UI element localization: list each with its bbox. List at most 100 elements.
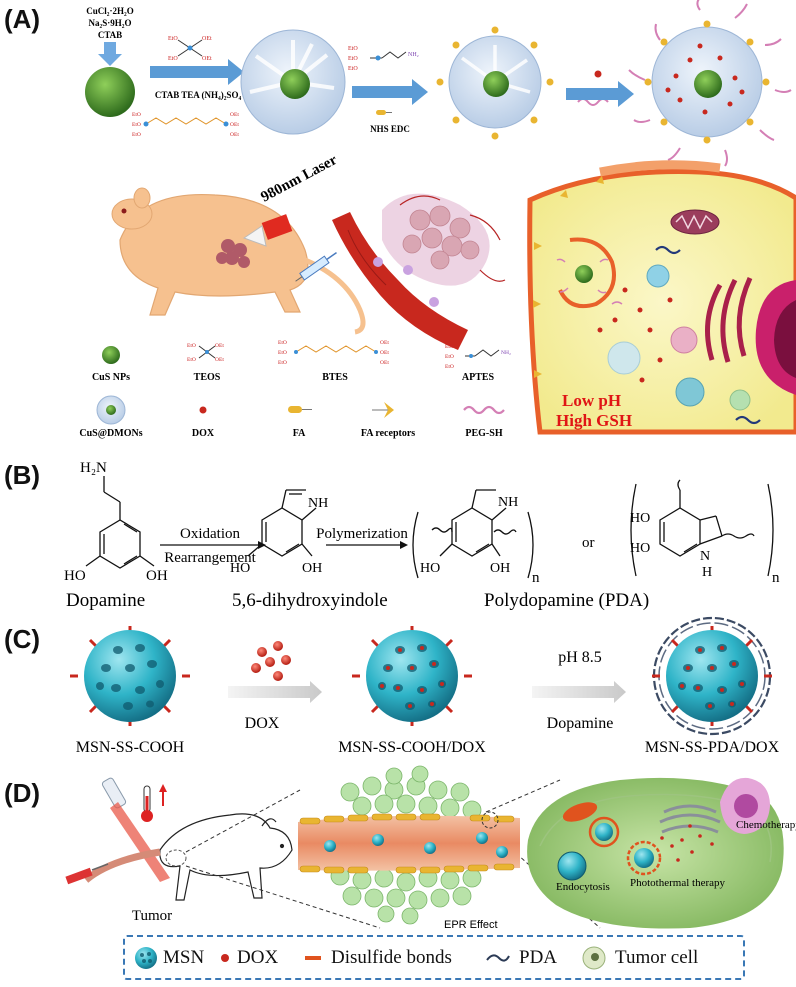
msn-in-cell-2	[626, 840, 662, 876]
panel-a-blood-vessel	[332, 193, 506, 350]
pda2-n-subscript: n	[772, 570, 780, 586]
down-arrow	[98, 42, 122, 66]
svg-text:EtO: EtO	[132, 122, 141, 128]
svg-text:EtO: EtO	[445, 344, 454, 350]
env-label-high-gsh: High GSH	[556, 411, 632, 430]
svg-text:OEt: OEt	[380, 350, 389, 356]
legend-peg-icon	[463, 405, 505, 415]
legend-cus-label: CuS NPs	[92, 372, 130, 383]
laser-label: 980nm Laser	[258, 152, 340, 206]
sphere1-label: MSN-SS-COOH	[76, 739, 185, 756]
svg-text:OEt: OEt	[380, 360, 389, 366]
env-label-low-ph: Low pH	[562, 391, 621, 410]
process-arrow-2	[532, 681, 626, 703]
disulfide-legend-icon	[305, 955, 321, 960]
msn-legend-icon	[135, 946, 157, 969]
legend-item-tumor-cell: Tumor cell	[581, 937, 698, 978]
msn-endocytosis	[557, 851, 587, 881]
pda1-ho: HO	[420, 561, 440, 576]
cus-nanoparticle	[85, 67, 135, 117]
svg-text:EtO: EtO	[168, 36, 178, 42]
pda1-nh: NH	[498, 495, 518, 510]
pda2-h: H	[702, 565, 712, 580]
legend-item-pda: PDA	[485, 937, 557, 978]
legend-item-dox: DOX	[219, 937, 278, 978]
mouse-outline	[159, 813, 293, 901]
svg-text:EtO: EtO	[445, 364, 454, 370]
svg-text:EtO: EtO	[132, 112, 141, 118]
svg-text:EtO: EtO	[278, 350, 287, 356]
injection-syringe	[65, 863, 109, 885]
mouse-tail	[83, 848, 161, 883]
epr-label: EPR Effect	[444, 919, 498, 931]
epr-vessel	[298, 765, 520, 925]
pda-structure-1	[412, 489, 534, 579]
legend-item-msn: MSN	[133, 937, 204, 978]
reaction-arrowhead-2	[400, 541, 408, 549]
panel-a-mouse: 980nm Laser	[111, 152, 366, 335]
arrow2-bottom-label: Dopamine	[547, 715, 614, 732]
dox-legend-icon	[221, 953, 229, 962]
panel-d-legend: MSN DOX Disulfide bonds PDA Tumor cell	[123, 935, 745, 980]
fa-icon-small	[376, 110, 392, 115]
legend-tumor-cell-label: Tumor cell	[615, 946, 699, 968]
indole-nh: NH	[308, 496, 328, 511]
pda1-n: n	[532, 570, 540, 586]
msn-in-cell-1	[588, 816, 620, 848]
ptt-label: Photothermal therapy	[630, 877, 726, 889]
legend-dox-label-d: DOX	[237, 946, 279, 968]
dopamine-ho: HO	[64, 568, 86, 584]
svg-text:EtO: EtO	[187, 343, 196, 349]
step1-conditions: CTAB TEA (NH₄)₂SO₄	[155, 90, 242, 100]
legend-disulfide-label: Disulfide bonds	[331, 946, 452, 968]
msn-sphere-2-dox	[352, 626, 472, 726]
arrow1-label: DOX	[245, 715, 280, 732]
tumor-circle	[165, 849, 187, 867]
indole-oh: OH	[302, 561, 322, 576]
pda-structure-2	[630, 479, 774, 577]
svg-text:NH₂: NH₂	[501, 350, 511, 356]
legend-pda-label: PDA	[519, 946, 558, 968]
sphere2-label: MSN-SS-COOH/DOX	[338, 739, 486, 756]
pda2-n: N	[700, 549, 710, 564]
svg-text:EtO: EtO	[187, 357, 196, 363]
legend-fa-label: FA	[293, 428, 306, 439]
svg-text:EtO: EtO	[278, 360, 287, 366]
synthesis-arrow-2	[352, 79, 428, 105]
msn-sphere-1	[70, 626, 190, 726]
or-text: or	[582, 535, 595, 551]
dmon-sphere-1	[240, 29, 346, 135]
step-rearrangement: Rearrangement	[164, 550, 256, 566]
legend-dox-label: DOX	[192, 428, 215, 439]
synthesis-arrow-3	[566, 81, 634, 107]
svg-text:EtO: EtO	[278, 340, 287, 346]
dopamine-oh: OH	[146, 568, 168, 584]
msn-sphere-3-pda	[652, 616, 772, 736]
legend-cus-dmons-label: CuS@DMONs	[79, 428, 142, 439]
reagent-cucl2: CuCl₂·2H₂O	[86, 6, 133, 16]
legend-cus-dmons-icon	[96, 395, 126, 425]
svg-text:OEt: OEt	[230, 112, 239, 118]
dmon-sphere-fa	[436, 26, 554, 140]
svg-text:EtO: EtO	[132, 132, 141, 138]
laser-device	[242, 214, 293, 247]
svg-text:OEt: OEt	[215, 343, 224, 349]
panel-b-pda-chemistry	[85, 476, 155, 569]
syringe	[295, 251, 337, 282]
panel-c-msn: MSN-SS-COOH DOX	[70, 616, 780, 756]
legend-fa-icon	[288, 406, 312, 413]
step-oxidation: Oxidation	[180, 526, 240, 542]
process-arrow-1	[228, 681, 322, 703]
dox-cluster	[251, 641, 291, 681]
legend-teos-label: TEOS	[194, 372, 221, 383]
svg-text:OEt: OEt	[230, 132, 239, 138]
panel-label-c: (C)	[4, 624, 41, 654]
